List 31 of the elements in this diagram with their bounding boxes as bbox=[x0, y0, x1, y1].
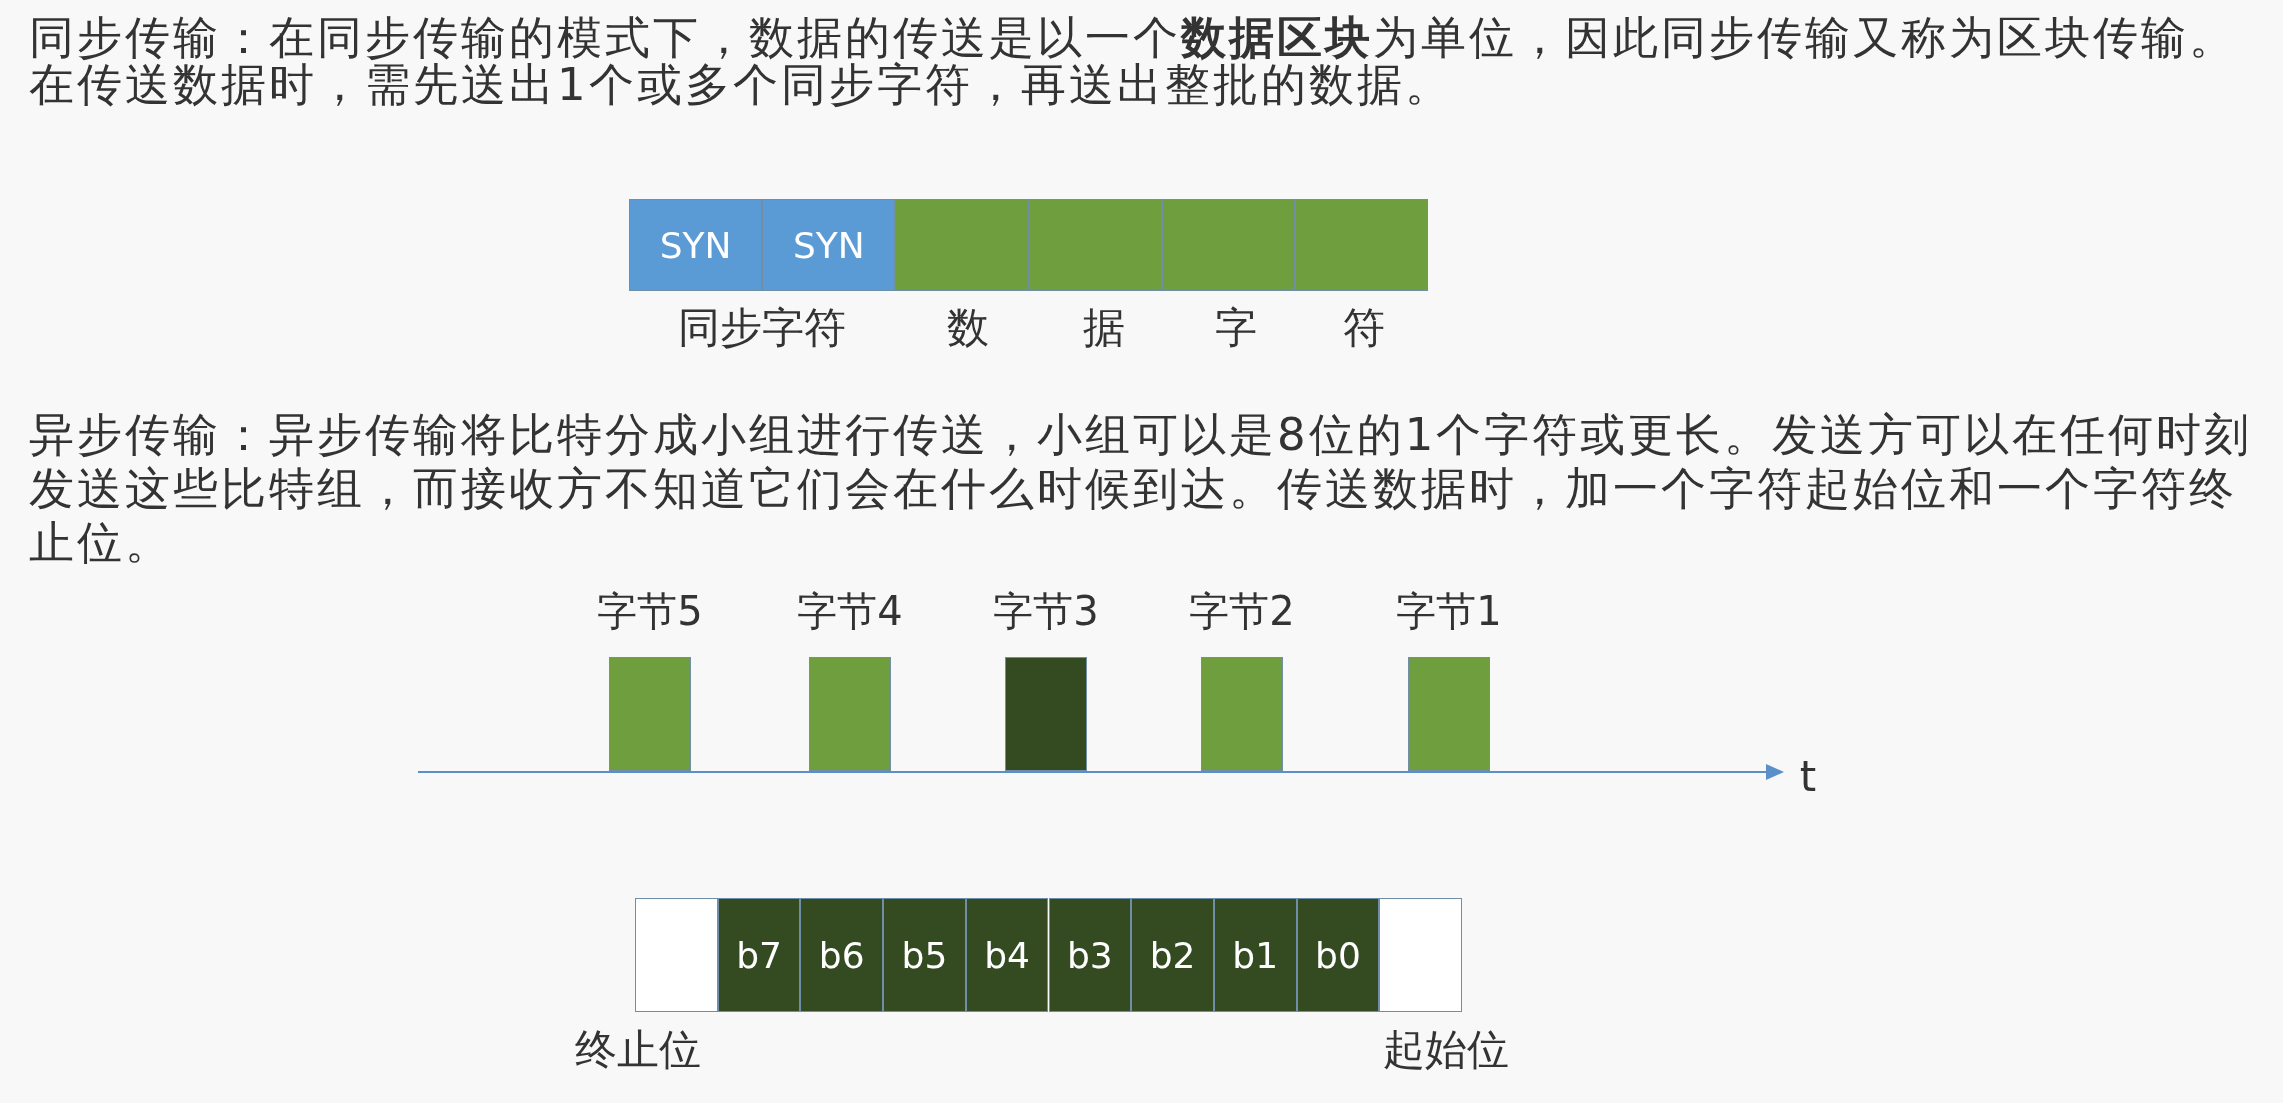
cell-caption: 字 bbox=[1215, 302, 1257, 354]
bit-cell: b2 bbox=[1131, 898, 1214, 1012]
bit-cell bbox=[635, 898, 718, 1012]
bit-caption: 终止位 bbox=[575, 1024, 701, 1076]
cell-caption: 符 bbox=[1343, 302, 1385, 354]
byte-label: 字节3 bbox=[992, 587, 1100, 635]
cell-caption: 同步字符 bbox=[678, 302, 846, 354]
bit-cell: b6 bbox=[800, 898, 884, 1012]
byte-label: 字节4 bbox=[796, 587, 904, 635]
data-char-cell bbox=[1295, 199, 1429, 291]
bit-cell bbox=[1379, 898, 1462, 1012]
bit-cell: b1 bbox=[1213, 898, 1297, 1012]
bit-cell: b5 bbox=[883, 898, 966, 1012]
byte-label: 字节2 bbox=[1188, 587, 1296, 635]
byte-label: 字节5 bbox=[596, 587, 704, 635]
bit-caption: 起始位 bbox=[1383, 1024, 1509, 1076]
bit-cell: b3 bbox=[1048, 898, 1132, 1012]
data-char-cell bbox=[895, 199, 1029, 291]
bit-cell: b7 bbox=[717, 898, 801, 1012]
cell-caption: 数 bbox=[947, 302, 989, 354]
data-char-cell bbox=[1161, 199, 1295, 291]
cell-caption: 据 bbox=[1083, 302, 1125, 354]
sync-char-cell: SYN bbox=[762, 199, 896, 291]
description-paragraph: 同步传输：在同步传输的模式下，数据的传送是以一个数据区块为单位，因此同步传输又称为区块传输。在传送数据时，需先送出1个或多个同步字符，再送出整批的数据。 bbox=[29, 14, 2238, 108]
bit-cell: b4 bbox=[965, 898, 1049, 1012]
description-paragraph: 异步传输：异步传输将比特分成小组进行传送，小组可以是8位的1个字符或更长。发送方可以在任何时刻发送这些比特组，而接收方不知道它们会在什么时候到达。传送数据时，加一个字符起始位和一个字符终止位。 bbox=[29, 408, 2254, 570]
data-char-cell bbox=[1028, 199, 1162, 291]
axis-label: t bbox=[1799, 751, 1817, 801]
sync-char-cell: SYN bbox=[629, 199, 763, 291]
byte-label: 字节1 bbox=[1395, 587, 1503, 635]
bit-cell: b0 bbox=[1296, 898, 1380, 1012]
